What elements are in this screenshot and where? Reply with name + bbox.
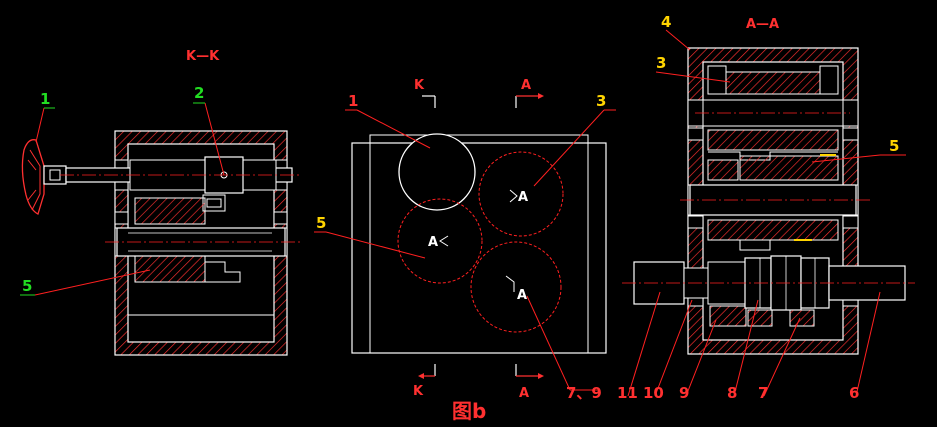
gear-center-letter: A: [428, 235, 438, 250]
callout-right-3: 3: [656, 54, 666, 72]
gear-right-lower-letter: A: [517, 288, 527, 303]
cut-mark-a-bottom: A: [519, 386, 529, 401]
figure-caption: 图b: [452, 399, 486, 423]
right-gear-5: [689, 151, 857, 251]
right-view-aa-section: [622, 47, 915, 355]
left-view-kk-section: [21, 130, 300, 356]
callout-left-2: 2: [194, 84, 204, 102]
callout-left-1: 1: [40, 90, 50, 108]
callout-middle-1: 1: [348, 92, 358, 110]
section-title-kk: K—K: [186, 49, 220, 64]
gear-right-upper-letter: A: [518, 190, 528, 205]
callout-right-4: 4: [661, 13, 671, 31]
callout-right-9: 9: [679, 384, 689, 402]
handwheel-part-1: [21, 139, 67, 215]
callout-right-7: 7: [758, 384, 768, 402]
right-gear-3: [702, 65, 844, 151]
cut-mark-k-bottom: K: [413, 384, 424, 399]
callout-middle-79: 7、9: [566, 384, 602, 402]
left-gear-block: [134, 197, 241, 283]
middle-view-gear-layout: A A A: [351, 133, 607, 354]
callout-left-5: 5: [22, 277, 32, 295]
section-title-aa: A—A: [746, 17, 779, 32]
gear-1-circle: [398, 133, 476, 211]
callout-right-10: 10: [643, 384, 664, 402]
cut-mark-a-top: A: [521, 78, 531, 93]
callout-right-6: 6: [849, 384, 859, 402]
gear-5-circle: [397, 198, 483, 284]
callout-middle-5: 5: [316, 214, 326, 232]
callout-middle-3: 3: [596, 92, 606, 110]
gear-79-circle: [470, 241, 562, 333]
middle-view-callouts: 1 3 5 7、9: [314, 92, 616, 402]
right-view-callouts: A—A 4 3 5 6 7 8 9 10 11: [617, 13, 906, 402]
callout-right-5: 5: [889, 137, 899, 155]
callout-right-8: 8: [727, 384, 737, 402]
cut-mark-k-top: K: [414, 78, 425, 93]
section-cut-marks: K A K A: [413, 78, 544, 401]
gear-3-circle: [478, 151, 564, 237]
left-view-callouts: 1 2 5 K—K: [20, 49, 225, 296]
callout-right-11: 11: [617, 384, 638, 402]
